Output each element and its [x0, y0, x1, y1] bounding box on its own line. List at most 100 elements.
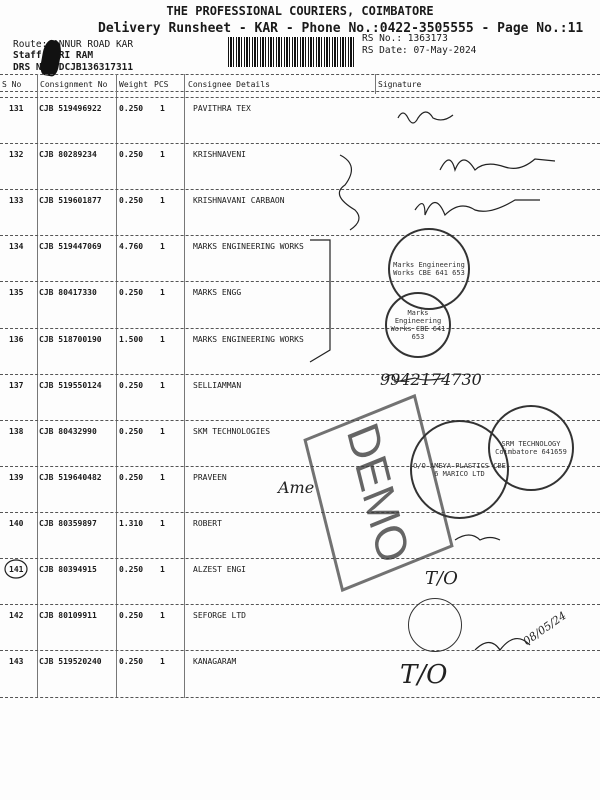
handwritten-to: T/O	[425, 568, 458, 589]
rs-number: RS No.: 1363173	[362, 33, 448, 44]
row-sno: 142	[9, 611, 24, 621]
row-consignee: KRISHNAVANI CARBAON	[193, 196, 285, 206]
signature-140	[454, 534, 501, 541]
row-cn: CJB 80109911	[39, 611, 97, 621]
route: Route: ANNUR ROAD KAR	[13, 39, 134, 50]
row-divider	[0, 189, 600, 191]
row-wt: 1.310	[119, 518, 144, 528]
row-cn: CJB 519496922	[39, 104, 102, 113]
row-consignee: SKM TECHNOLOGIES	[193, 426, 271, 436]
row-cn: CJB 519640482	[39, 472, 102, 482]
signature-131	[397, 111, 454, 124]
row-consignee: KANAGARAM	[193, 657, 237, 667]
rs-date: RS Date: 07-May-2024	[362, 45, 477, 56]
row-sno: 133	[9, 196, 24, 206]
row-pcs: 1	[160, 288, 165, 298]
row-pcs: 1	[160, 334, 165, 344]
row-cn: CJB 518700190	[39, 334, 102, 344]
row-wt: 1.500	[119, 334, 144, 344]
header-weight: Weight	[119, 80, 148, 89]
ameya-stamp-text: O/O AMEYA PLASTICS CBE 6 MARICO LTD	[413, 461, 506, 478]
bracket-134-136	[309, 239, 331, 363]
bracket-132-133	[338, 154, 360, 231]
column-line	[375, 74, 376, 94]
row-sno: 139	[9, 472, 24, 482]
row-consignee: PRAVEEN	[193, 472, 227, 482]
row-pcs: 1	[160, 242, 165, 252]
row-wt: 0.250	[119, 196, 144, 206]
marks-stamp-2: Marks Engineering Works CBE 641 653	[385, 292, 451, 358]
row-sno: 141	[9, 565, 24, 574]
row-wt: 0.250	[119, 288, 144, 298]
row-consignee: ROBERT	[193, 518, 222, 528]
row-pcs: 1	[160, 426, 165, 436]
company-name: THE PROFESSIONAL COURIERS, COIMBATORE	[166, 4, 434, 18]
row-consignee: PAVITHRA TEX	[193, 104, 251, 113]
row-divider	[0, 558, 600, 559]
row-sno: 137	[9, 380, 24, 390]
signature-132	[439, 158, 556, 172]
row-cn: CJB 80394915	[39, 565, 97, 574]
row-sno: 135	[9, 288, 24, 298]
marks-stamp-text: Marks Engineering Works CBE 641 653	[393, 261, 465, 277]
row-cn: CJB 519601877	[39, 196, 102, 206]
row-cn: CJB 80432990	[39, 426, 97, 436]
row-sno: 140	[9, 518, 24, 528]
row-divider	[0, 97, 600, 98]
row-consignee: MARKS ENGINEERING WORKS	[193, 334, 304, 344]
barcode	[228, 37, 356, 67]
signature-142	[474, 638, 531, 652]
circle-141	[4, 559, 28, 579]
row-pcs: 1	[160, 104, 165, 113]
row-cn: CJB 519447069	[39, 242, 102, 252]
row-sno: 134	[9, 242, 24, 252]
row-consignee: SEFORGE LTD	[193, 611, 246, 621]
row-sno: 131	[9, 104, 24, 113]
drs-number: DRS No: DCJB136317311	[13, 62, 134, 73]
row-pcs: 1	[160, 472, 165, 482]
row-wt: 0.250	[119, 426, 144, 436]
row-sno: 143	[9, 657, 24, 667]
header-pcs: PCS	[154, 80, 169, 89]
handwritten-name: Ame	[278, 478, 315, 497]
row-cn: CJB 519550124	[39, 380, 102, 390]
row-consignee: MARKS ENGG	[193, 288, 242, 298]
row-pcs: 1	[160, 657, 165, 667]
row-divider	[0, 327, 600, 329]
divider	[0, 74, 600, 75]
row-wt: 0.250	[119, 380, 144, 390]
row-divider	[0, 235, 600, 237]
header-signature: Signature	[378, 80, 422, 89]
marks-stamp-text: Marks Engineering Works CBE 641 653	[390, 309, 446, 341]
row-consignee: SELLIAMMAN	[193, 380, 242, 390]
handwritten-to: T/O	[400, 660, 448, 690]
header-sno: S No	[2, 80, 22, 89]
row-pcs: 1	[160, 380, 165, 390]
row-pcs: 1	[160, 196, 165, 206]
row-wt: 0.250	[119, 657, 144, 667]
row-sno: 136	[9, 334, 24, 344]
row-wt: 0.250	[119, 150, 144, 160]
row-divider	[0, 697, 600, 698]
row-divider	[0, 281, 600, 283]
row-consignee: MARKS ENGINEERING WORKS	[193, 242, 304, 252]
signature-137	[384, 374, 446, 383]
column-line	[184, 74, 185, 698]
srm-stamp-text: SRM TECHNOLOGY Coimbatore 641659	[495, 440, 567, 456]
row-divider	[0, 650, 600, 652]
column-line	[37, 74, 38, 698]
row-pcs: 1	[160, 150, 165, 160]
header-consignee: Consignee Details	[188, 80, 270, 89]
faint-stamp	[408, 598, 462, 652]
column-line	[116, 74, 117, 698]
row-sno: 138	[9, 426, 24, 436]
row-divider	[0, 143, 600, 145]
row-cn: CJB 80417330	[39, 288, 97, 298]
row-consignee: KRISHNAVENI	[193, 150, 246, 160]
row-sno: 132	[9, 150, 24, 160]
row-wt: 0.250	[119, 472, 144, 482]
row-cn: CJB 80359897	[39, 518, 97, 528]
row-wt: 4.760	[119, 242, 144, 252]
